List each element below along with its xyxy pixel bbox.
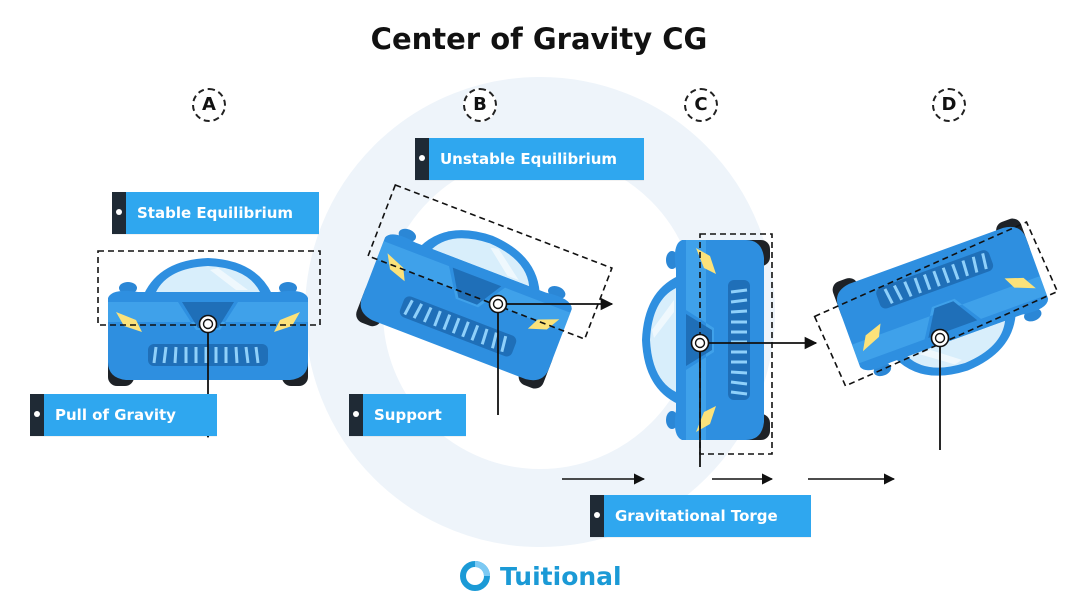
tag-tab: [349, 394, 363, 436]
tag-support: Support: [349, 394, 466, 436]
page-title: Center of Gravity CG: [370, 22, 708, 56]
brand-logo: Tuitional: [458, 556, 622, 596]
stage-label-a: A: [192, 88, 226, 122]
tag-pull-of-gravity: Pull of Gravity: [30, 394, 217, 436]
stage-label-d: D: [932, 88, 966, 122]
tag-tab: [30, 394, 44, 436]
tag-text: Support: [363, 394, 466, 436]
cg-point-d: [930, 328, 950, 348]
stage-label-c: C: [684, 88, 718, 122]
tag-tab: [415, 138, 429, 180]
cg-box-a: [97, 250, 321, 326]
cg-point-b: [488, 294, 508, 314]
stage-label-b: B: [463, 88, 497, 122]
tag-gravitational-torque: Gravitational Torge: [590, 495, 811, 537]
tag-tab: [112, 192, 126, 234]
tag-stable-equilibrium: Stable Equilibrium: [112, 192, 319, 234]
tag-tab: [590, 495, 604, 537]
brand-name: Tuitional: [500, 561, 622, 591]
tag-text: Unstable Equilibrium: [429, 138, 644, 180]
cg-box-d: [813, 221, 1059, 387]
tag-text: Gravitational Torge: [604, 495, 811, 537]
brand-ring-icon: [460, 561, 490, 591]
tag-text: Pull of Gravity: [44, 394, 217, 436]
cg-point-c: [690, 333, 710, 353]
tag-unstable-equilibrium: Unstable Equilibrium: [415, 138, 644, 180]
tag-text: Stable Equilibrium: [126, 192, 319, 234]
cg-point-a: [198, 314, 218, 334]
car-d: [828, 214, 1064, 407]
